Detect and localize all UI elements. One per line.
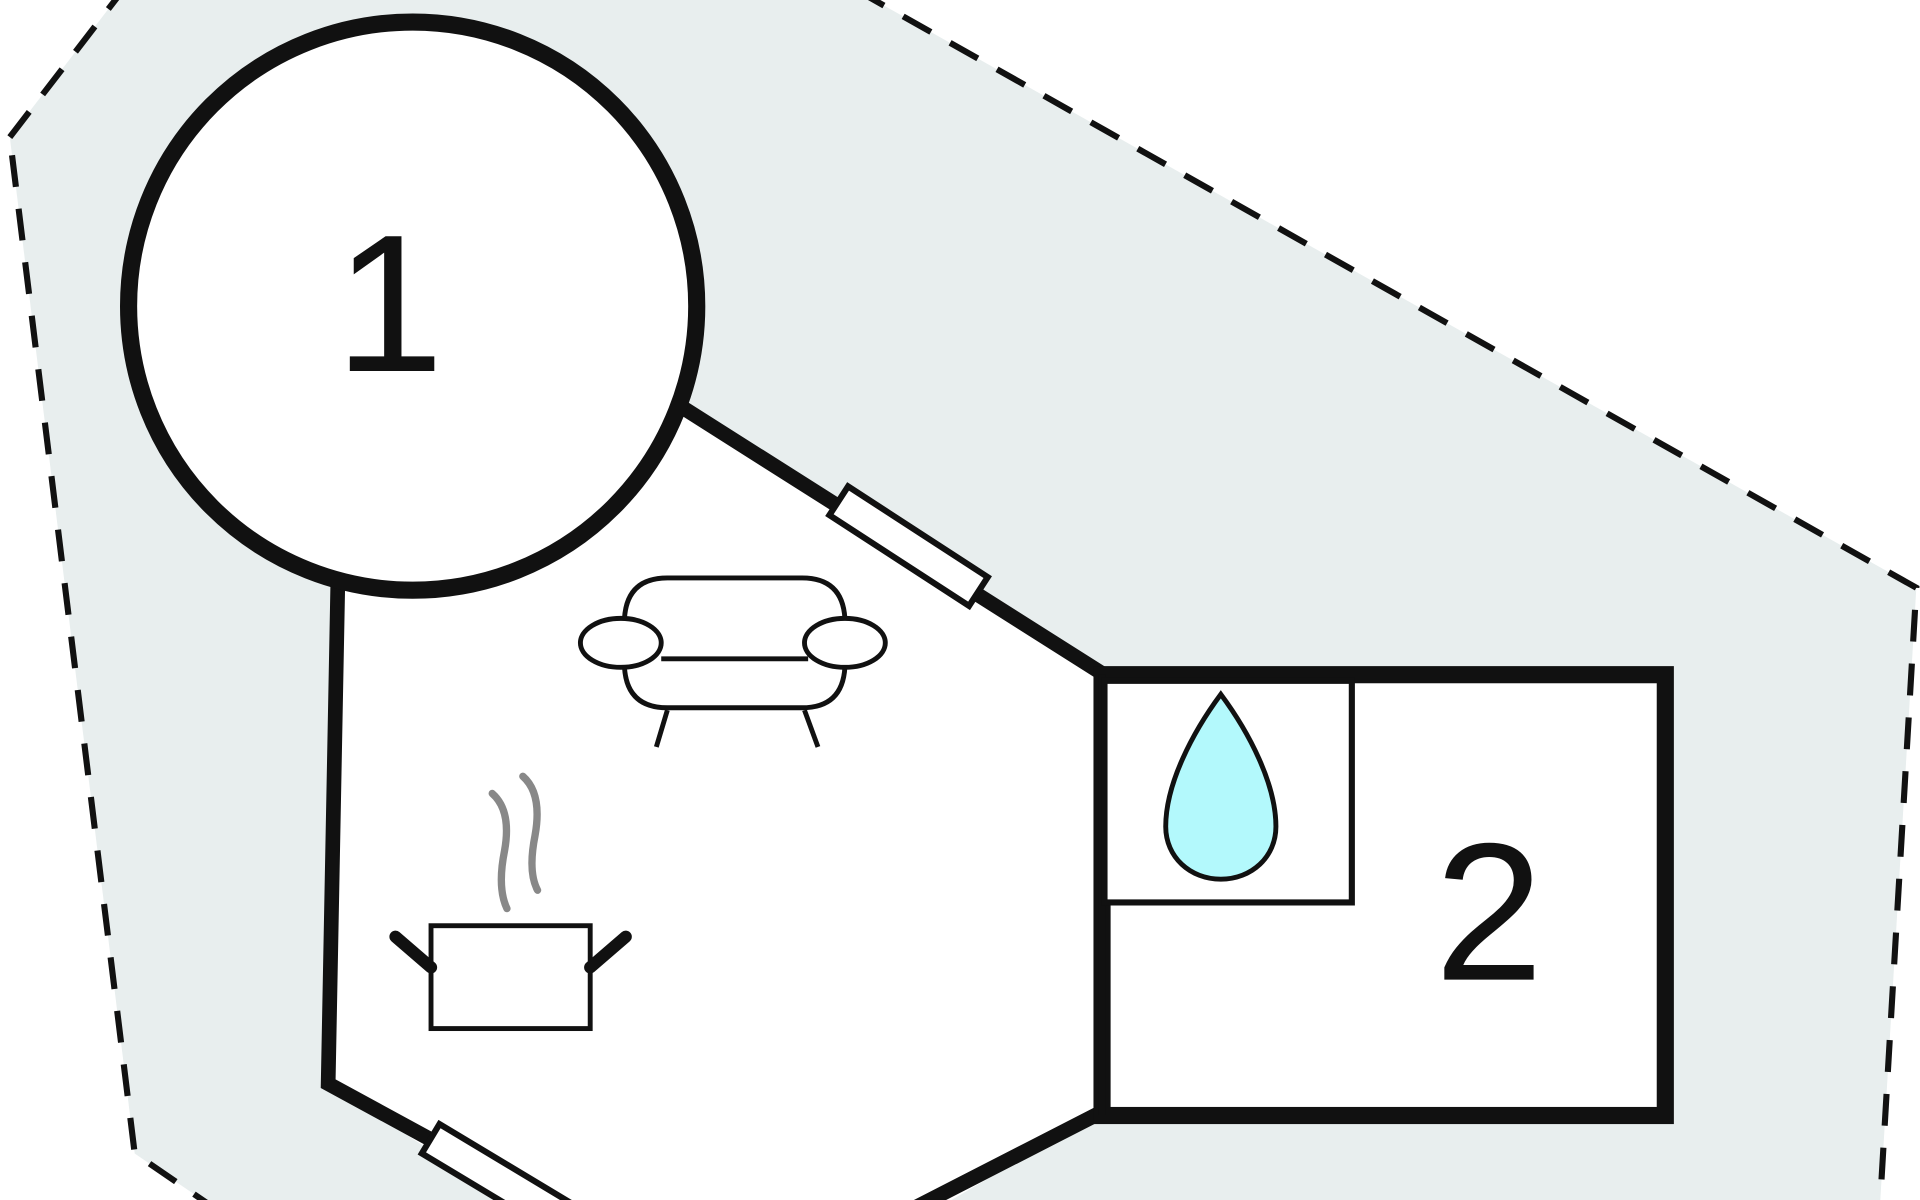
window-icon [825, 482, 992, 611]
room-1-label: 1 [335, 194, 444, 413]
room-2-label: 2 [1434, 803, 1543, 1022]
water-drop-icon [1163, 690, 1279, 882]
window-icon [417, 1119, 587, 1200]
cooking-pot-icon [389, 772, 632, 1032]
room-1-circle [120, 13, 706, 599]
sofa-icon [577, 575, 888, 748]
